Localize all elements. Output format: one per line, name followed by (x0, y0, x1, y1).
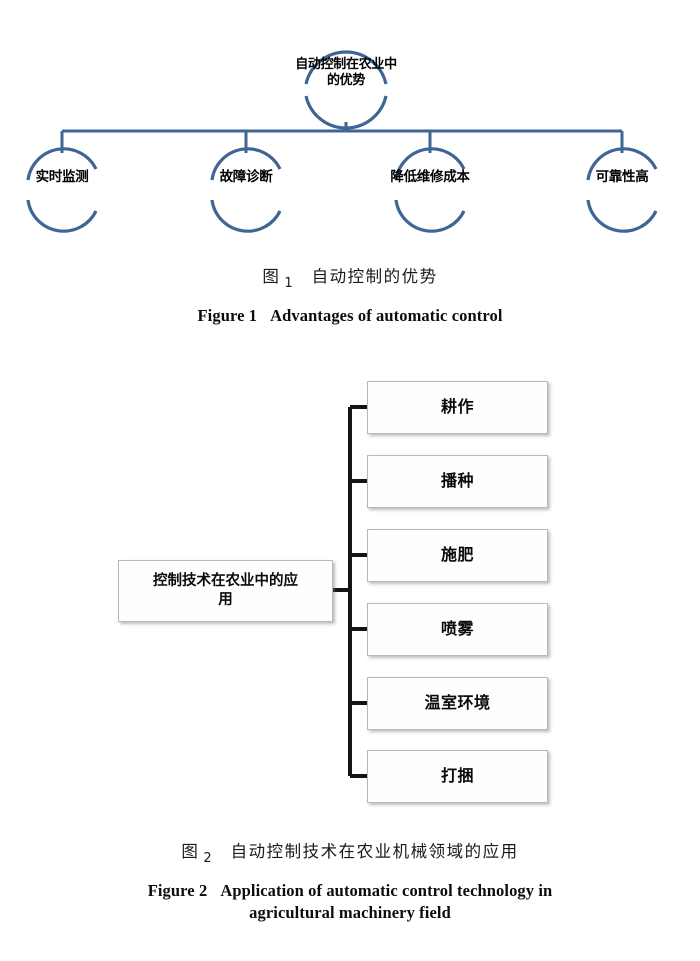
figure-2-child-box-label-3: 施肥 (440, 545, 474, 565)
figure-2-parent-box[interactable]: 控制技术在农业中的应用 (118, 560, 333, 622)
figure-2-caption-en-line2-wrap: agricultural machinery field (0, 902, 700, 924)
figure-2-child-box-4[interactable]: 喷雾 (367, 603, 548, 656)
figure-2-caption-cn-number: 2 (203, 851, 212, 867)
figure-2-child-box-label-4: 喷雾 (440, 619, 474, 639)
root-arc-top (304, 50, 388, 85)
leaf-1-arc-top (26, 147, 98, 181)
figure-2-child-box-3[interactable]: 施肥 (367, 529, 548, 582)
figure-1-caption-cn-prefix: 图 (262, 267, 281, 286)
figure-2-child-box-2[interactable]: 播种 (367, 455, 548, 508)
figure-2-child-box-6[interactable]: 打捆 (367, 750, 548, 803)
figure-1-diagram: 自动控制在农业中的优势 实时监测 故障诊断 降低维修成本 可靠性高 (0, 0, 700, 250)
figure-2-child-box-label-5: 温室环境 (424, 693, 491, 713)
figure-2-caption-cn-text: 自动控制技术在农业机械领域的应用 (230, 842, 519, 861)
leaf-2-arc-top (210, 147, 282, 181)
figure-2-child-box-label-6: 打捆 (440, 766, 474, 786)
figure-2-caption-en-line1: Application of automatic control technol… (220, 881, 553, 900)
figure-1-caption-cn-number: 1 (284, 276, 293, 292)
figure-1-caption-en-prefix: Figure 1 (197, 306, 258, 325)
figure-2-parent-box-label: 控制技术在农业中的应用 (153, 572, 298, 608)
figure-2-child-box-label-1: 耕作 (440, 397, 474, 417)
figure-2-child-box-5[interactable]: 温室环境 (367, 677, 548, 730)
figure-2-child-box-1[interactable]: 耕作 (367, 381, 548, 434)
figure-1-leaf-label-1: 实时监测 (35, 169, 89, 185)
leaf-3-arc-top (394, 147, 466, 181)
figure-1-caption-cn-text: 自动控制的优势 (311, 267, 438, 286)
figure-1-root-label: 自动控制在农业中的优势 (295, 57, 397, 88)
figure-2-graphics (332, 405, 368, 778)
figure-1-graphics (26, 50, 658, 233)
figure-2-caption-en-line2: agricultural machinery field (249, 902, 451, 922)
figure-1-leaf-label-4: 可靠性高 (595, 169, 649, 185)
figure-2-caption-en: Figure 2 Application of automatic control… (0, 880, 700, 924)
figure-1-leaf-label-3: 降低维修成本 (390, 169, 470, 185)
figure-1-caption-en: Figure 1 Advantages of automatic control (0, 305, 700, 327)
figure-2-caption-cn-prefix: 图 (181, 842, 200, 861)
figure-2-child-box-label-2: 播种 (440, 471, 474, 491)
figure-1-caption-en-text: Advantages of automatic control (270, 306, 503, 325)
leaf-1-arc-bottom (26, 199, 98, 233)
figure-2-diagram: 控制技术在农业中的应用 耕作 播种 施肥 喷雾 温室环境 打捆 (0, 352, 700, 832)
figure-2-caption-en-prefix: Figure 2 (147, 881, 208, 900)
leaf-4-arc-bottom (586, 199, 658, 233)
leaf-3-arc-bottom (394, 199, 466, 233)
figure-1-leaf-label-2: 故障诊断 (219, 169, 273, 185)
leaf-4-arc-top (586, 147, 658, 181)
leaf-2-arc-bottom (210, 199, 282, 233)
